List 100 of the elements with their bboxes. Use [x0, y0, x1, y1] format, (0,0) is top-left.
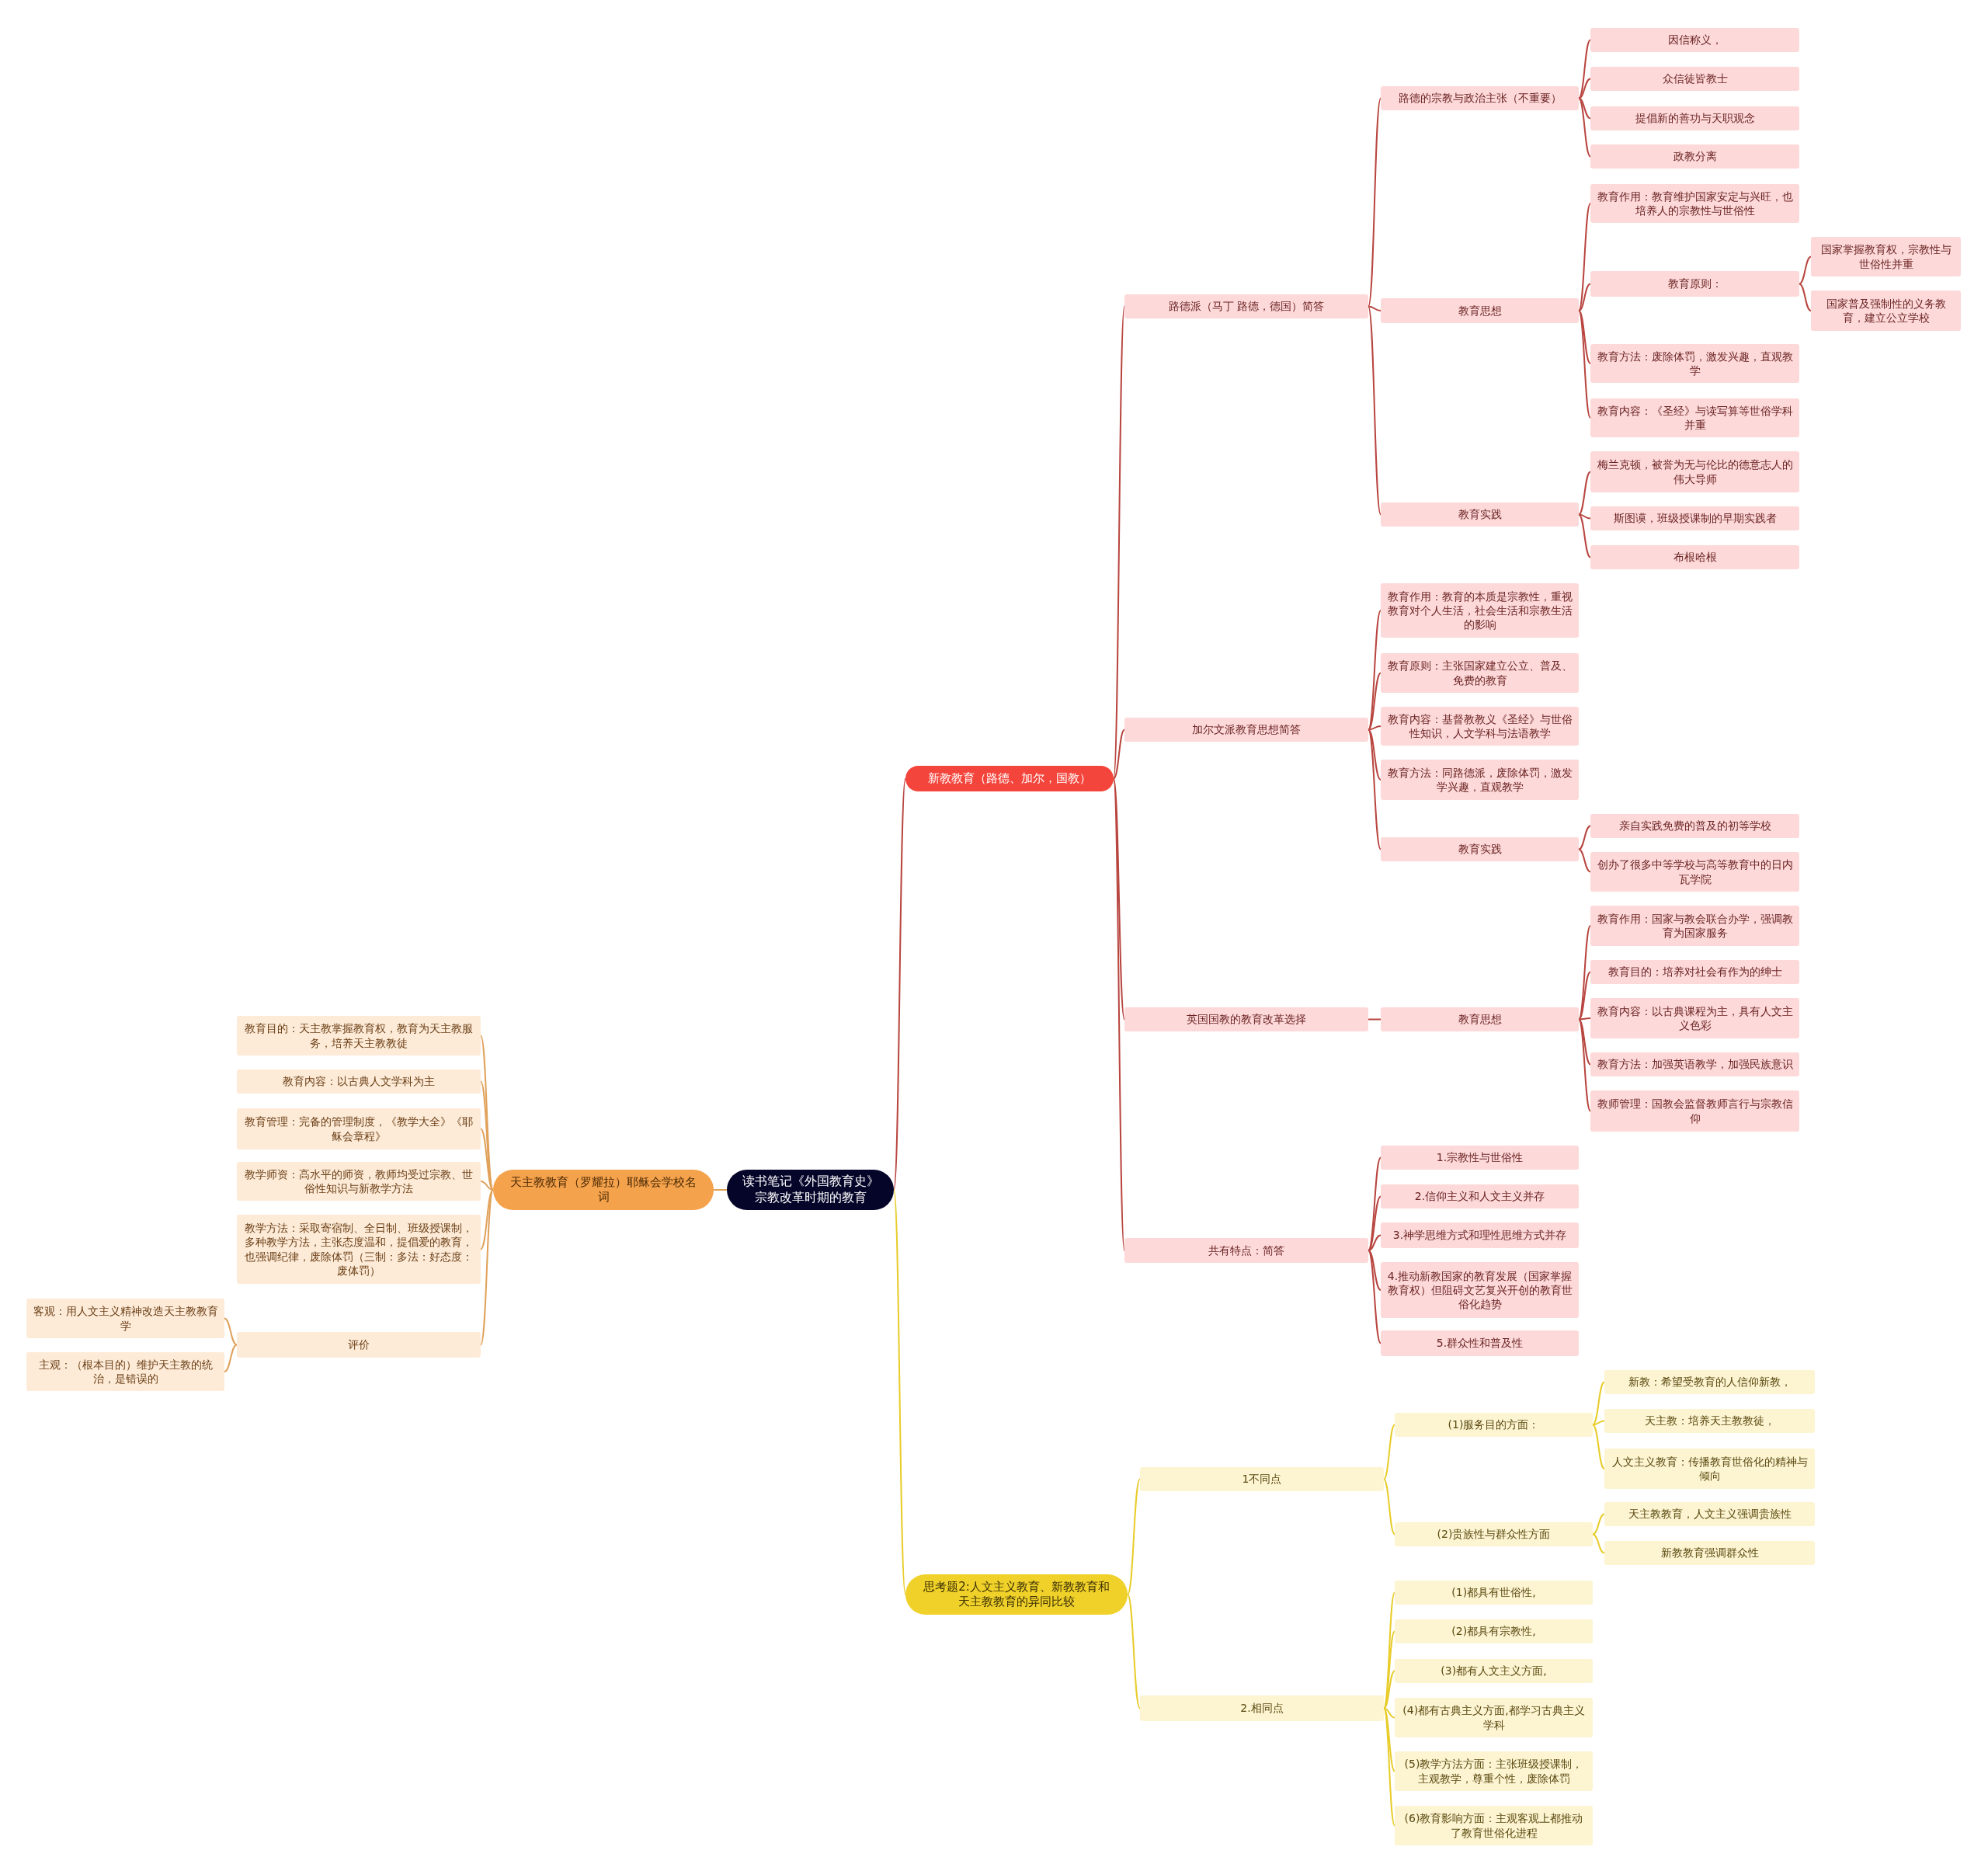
- subtopic: 2.信仰主义和人文主义并存: [1381, 1184, 1579, 1208]
- subtopic: (3)都有人文主义方面,: [1395, 1659, 1593, 1683]
- subtopic: 人文主义教育：传播教育世俗化的精神与倾向: [1604, 1448, 1815, 1489]
- subtopic: 创办了很多中等学校与高等教育中的日内瓦学院: [1590, 852, 1799, 892]
- subtopic: 教育内容：《圣经》与读写算等世俗学科并重: [1590, 398, 1799, 437]
- subtopic: (4)都有古典主义方面,都学习古典主义学科: [1395, 1698, 1593, 1737]
- subtopic: 加尔文派教育思想简答: [1124, 718, 1368, 742]
- subtopic: (6)教育影响方面：主观客观上都推动了教育世俗化进程: [1395, 1806, 1593, 1845]
- connector-line: [1368, 1234, 1382, 1251]
- subtopic: 教育方法：废除体罚，激发兴趣，直观教学: [1590, 344, 1799, 383]
- connector-line: [1368, 97, 1382, 308]
- connector-line: [1578, 513, 1591, 520]
- connector-line: [1578, 310, 1591, 364]
- subtopic: 英国国教的教育改革选择: [1124, 1007, 1368, 1031]
- subtopic: 教育内容：基督教教义《圣经》与世俗性知识，人文学科与法语教学: [1381, 707, 1579, 746]
- subtopic: 国家普及强制性的义务教育，建立公立学校: [1811, 290, 1961, 331]
- connector-line: [1368, 729, 1382, 850]
- subtopic: 众信徒皆教士: [1590, 67, 1799, 91]
- subtopic: 提倡新的善功与天职观念: [1590, 106, 1799, 130]
- connector-line: [1578, 78, 1591, 99]
- main-topic: 天主教教育（罗耀拉）耶稣会学校名词: [493, 1170, 714, 1210]
- subtopic: 教育作用：国家与教会联合办学，强调教育为国家服务: [1590, 906, 1799, 946]
- subtopic: 路德的宗教与政治主张（不重要）: [1381, 86, 1579, 110]
- connector-line: [1578, 1018, 1591, 1112]
- connector-line: [1113, 729, 1125, 780]
- subtopic: 梅兰克顿，被誉为无与伦比的德意志人的伟大导师: [1590, 451, 1799, 492]
- subtopic: (1)都具有世俗性,: [1395, 1581, 1593, 1605]
- connector-line: [1383, 1424, 1395, 1480]
- connector-line: [1368, 672, 1382, 731]
- subtopic: 天主教：培养天主教教徒，: [1604, 1409, 1815, 1433]
- subtopic: 2.相同点: [1140, 1695, 1384, 1721]
- subtopic: (5)教学方法方面：主张班级授课制，主观教学，尊重个性，废除体罚: [1395, 1751, 1593, 1791]
- connector-line: [1368, 725, 1382, 731]
- main-topic: 思考题2:人文主义教育、新教教育和天主教教育的异同比较: [905, 1574, 1128, 1615]
- connector-line: [1578, 825, 1591, 850]
- subtopic: 教师管理：国教会监督教师言行与宗教信仰: [1590, 1090, 1799, 1132]
- connector-line: [1383, 1478, 1395, 1535]
- connector-line: [1368, 305, 1382, 516]
- subtopic: 布根哈根: [1590, 545, 1799, 569]
- subtopic: 亲自实践免费的普及的初等学校: [1590, 814, 1799, 838]
- subtopic: 教育方法：加强英语教学，加强民族意识: [1590, 1052, 1799, 1076]
- connector-line: [480, 1128, 494, 1191]
- subtopic: 教学方法：采取寄宿制、全日制、班级授课制，多种教学方法，主张态度温和，提倡爱的教育，也强调纪律，废除体罚（三制：多法：好态度：废体罚）: [237, 1215, 481, 1284]
- subtopic: 1不同点: [1140, 1467, 1384, 1491]
- subtopic: 教育内容：以古典人文学科为主: [237, 1069, 481, 1094]
- connector-line: [480, 1189, 494, 1346]
- connector-line: [1578, 513, 1591, 558]
- connector-line: [480, 1181, 494, 1191]
- connector-line: [1368, 1195, 1382, 1251]
- connector-line: [1578, 971, 1591, 1021]
- subtopic: 教育思想: [1381, 298, 1579, 323]
- subtopic: 评价: [237, 1332, 481, 1358]
- connector-line: [1368, 729, 1382, 781]
- subtopic: 教育实践: [1381, 503, 1579, 527]
- subtopic: 教育内容：以古典课程为主，具有人文主义色彩: [1590, 998, 1799, 1038]
- subtopic: 国家掌握教育权，宗教性与世俗性并重: [1811, 237, 1961, 276]
- connector-line: [1368, 1018, 1382, 1021]
- subtopic: 3.神学思维方式和理性思维方式并存: [1381, 1222, 1579, 1248]
- connector-line: [1592, 1381, 1605, 1426]
- connector-line: [1578, 471, 1591, 516]
- subtopic: 4.推动新教国家的教育发展（国家掌握教育权）但阻碍文艺复兴开创的教育世俗化趋势: [1381, 1262, 1579, 1318]
- connector-line: [1383, 1670, 1395, 1709]
- subtopic: 因信称义，: [1590, 28, 1799, 52]
- connector-line: [1578, 1017, 1591, 1021]
- connector-line: [224, 1344, 238, 1372]
- connector-line: [1578, 97, 1591, 158]
- connector-line: [1799, 256, 1812, 285]
- subtopic: 教育作用：教育维护国家安定与兴旺，也培养人的宗教性与世俗性: [1590, 184, 1799, 223]
- subtopic: 天主教教育，人文主义强调贵族性: [1604, 1502, 1815, 1526]
- connector-line: [1578, 1018, 1591, 1066]
- connector-line: [1592, 1424, 1605, 1469]
- subtopic: 教育管理：完备的管理制度，《教学大全》《耶稣会章程》: [237, 1108, 481, 1149]
- subtopic: 教育作用：教育的本质是宗教性，重视教育对个人生活，社会生活和宗教生活的影响: [1381, 583, 1579, 638]
- subtopic: 教育原则：主张国家建立公立、普及、免费的教育: [1381, 653, 1579, 693]
- connector-line: [1578, 97, 1591, 120]
- subtopic: (1)服务目的方面：: [1395, 1413, 1593, 1437]
- central-topic: 读书笔记《外国教育史》宗教改革时期的教育: [727, 1170, 894, 1210]
- connector-line: [1592, 1533, 1605, 1554]
- connector-line: [1578, 203, 1591, 311]
- subtopic: 1.宗教性与世俗性: [1381, 1146, 1579, 1170]
- subtopic: 教育思想: [1381, 1007, 1579, 1031]
- subtopic: 教育原则：: [1590, 271, 1799, 297]
- connector-line: [713, 1189, 728, 1191]
- connector-line: [1578, 39, 1591, 99]
- connector-line: [1383, 1707, 1395, 1719]
- connector-line: [1592, 1513, 1605, 1535]
- main-topic: 新教教育（路德、加尔，国教）: [905, 766, 1114, 791]
- subtopic: 教育目的：培养对社会有作为的绅士: [1590, 960, 1799, 984]
- subtopic: 斯图谟，班级授课制的早期实践者: [1590, 506, 1799, 530]
- connector-line: [224, 1317, 238, 1346]
- connector-line: [1578, 310, 1591, 419]
- connector-line: [1368, 1156, 1382, 1251]
- subtopic: 政教分离: [1590, 144, 1799, 169]
- connector-line: [480, 1189, 494, 1250]
- subtopic: 客观：用人文主义精神改造天主教教育学: [26, 1299, 224, 1338]
- connector-line: [1578, 848, 1591, 873]
- connector-line: [1383, 1707, 1395, 1772]
- connector-line: [1368, 1250, 1382, 1344]
- connector-line: [1578, 283, 1591, 311]
- subtopic: (2)都具有宗教性,: [1395, 1619, 1593, 1643]
